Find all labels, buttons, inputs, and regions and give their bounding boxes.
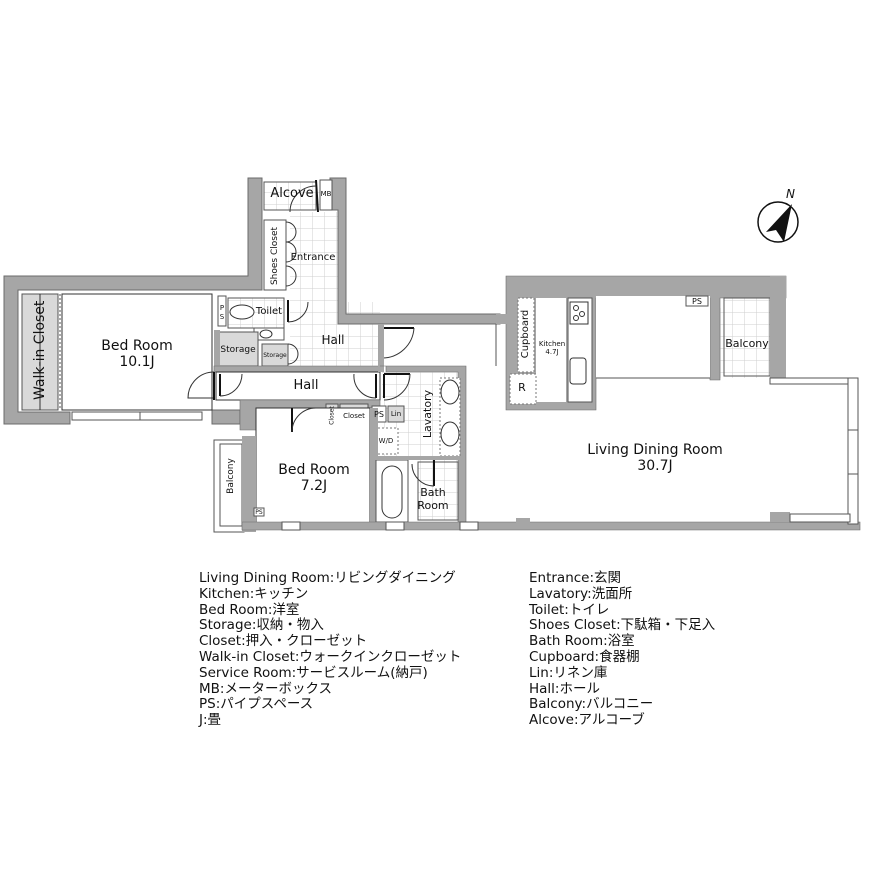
legend-item: Hall:ホール <box>529 680 600 697</box>
bed-room-2-size: 7.2J <box>300 478 328 494</box>
closet-small-label: Closet <box>328 406 336 425</box>
entrance-label: Entrance <box>290 252 336 263</box>
legend-item: Kitchen:キッチン <box>199 585 309 602</box>
wd-label: W/D <box>378 437 394 445</box>
legend-item: Storage:収納・物入 <box>199 617 324 634</box>
compass-north-label: N <box>786 187 795 201</box>
balcony-left-label: Balcony <box>226 458 236 494</box>
closet-label: Closet <box>343 412 365 420</box>
legend-right: Entrance:玄関 Lavatory:洗面所 Toilet:トイレ Shoe… <box>529 570 716 729</box>
bed-room-1-label: Bed Room <box>101 338 173 354</box>
kitchen-label: Kitchen <box>538 340 566 348</box>
living-dining-room-size: 30.7J <box>637 458 673 474</box>
legend-item: Alcove:アルコーブ <box>529 712 645 729</box>
balcony-right-label: Balcony <box>725 337 769 350</box>
legend-item: Bed Room:洋室 <box>199 601 300 618</box>
legend-item: PS:パイプスペース <box>199 696 314 713</box>
legend-item: Entrance:玄関 <box>529 570 622 586</box>
legend-item: Balcony:バルコニー <box>529 696 654 713</box>
legend-item: Toilet:トイレ <box>529 601 610 618</box>
legend-item: Cupboard:食器棚 <box>529 648 640 665</box>
legend-item: Walk-in Closet:ウォークインクローゼット <box>199 648 462 665</box>
legend-item: Lin:リネン庫 <box>529 664 608 681</box>
living-dining-room-label: Living Dining Room <box>587 442 723 458</box>
legend-item: MB:メーターボックス <box>199 680 333 697</box>
legend-left: Living Dining Room:リビングダイニング Kitchen:キッチ… <box>199 570 462 729</box>
legend-item: Service Room:サービスルーム(納戸) <box>199 664 428 681</box>
legend-item: J:畳 <box>199 712 222 729</box>
kitchen-size: 4.7J <box>545 348 559 356</box>
legend-item: Living Dining Room:リビングダイニング <box>199 570 456 586</box>
ps-right-label: PS <box>692 297 702 306</box>
shoes-closet-label: Shoes Closet <box>270 226 280 286</box>
lin-label: Lin <box>390 410 402 418</box>
lavatory-label: Lavatory <box>421 389 434 439</box>
floor-plan: N Walk-in Closet Bed Room 10.1J Alcove M… <box>3 177 861 533</box>
storage-small-label: Storage <box>263 352 287 359</box>
ps-balcony-label: PS <box>255 509 263 516</box>
legend-item: Lavatory:洗面所 <box>529 585 633 602</box>
walk-in-closet-label: Walk-in Closet <box>32 300 48 400</box>
mb-label: MB <box>320 190 332 198</box>
bed-room-1-size: 10.1J <box>119 354 155 370</box>
legend-item: Bath Room:浴室 <box>529 633 635 650</box>
legend-item: Closet:押入・クローゼット <box>199 633 368 650</box>
hall-lower-label: Hall <box>293 378 319 393</box>
floor-plan-walls <box>3 177 861 533</box>
cupboard-label: Cupboard <box>520 309 531 359</box>
bed-room-2-label: Bed Room <box>278 462 350 478</box>
ps-lavatory-label: PS <box>374 410 384 419</box>
toilet-label: Toilet <box>255 306 283 317</box>
ps-small-label: P S <box>219 304 225 321</box>
storage-label: Storage <box>220 345 256 355</box>
bath-room-label: Bath Room <box>417 486 449 512</box>
refrigerator-label: R <box>518 381 526 394</box>
north-arrow-icon <box>757 201 799 243</box>
alcove-label: Alcove <box>270 186 314 201</box>
hall-upper-label: Hall <box>321 333 345 347</box>
legend-item: Shoes Closet:下駄箱・下足入 <box>529 617 716 634</box>
